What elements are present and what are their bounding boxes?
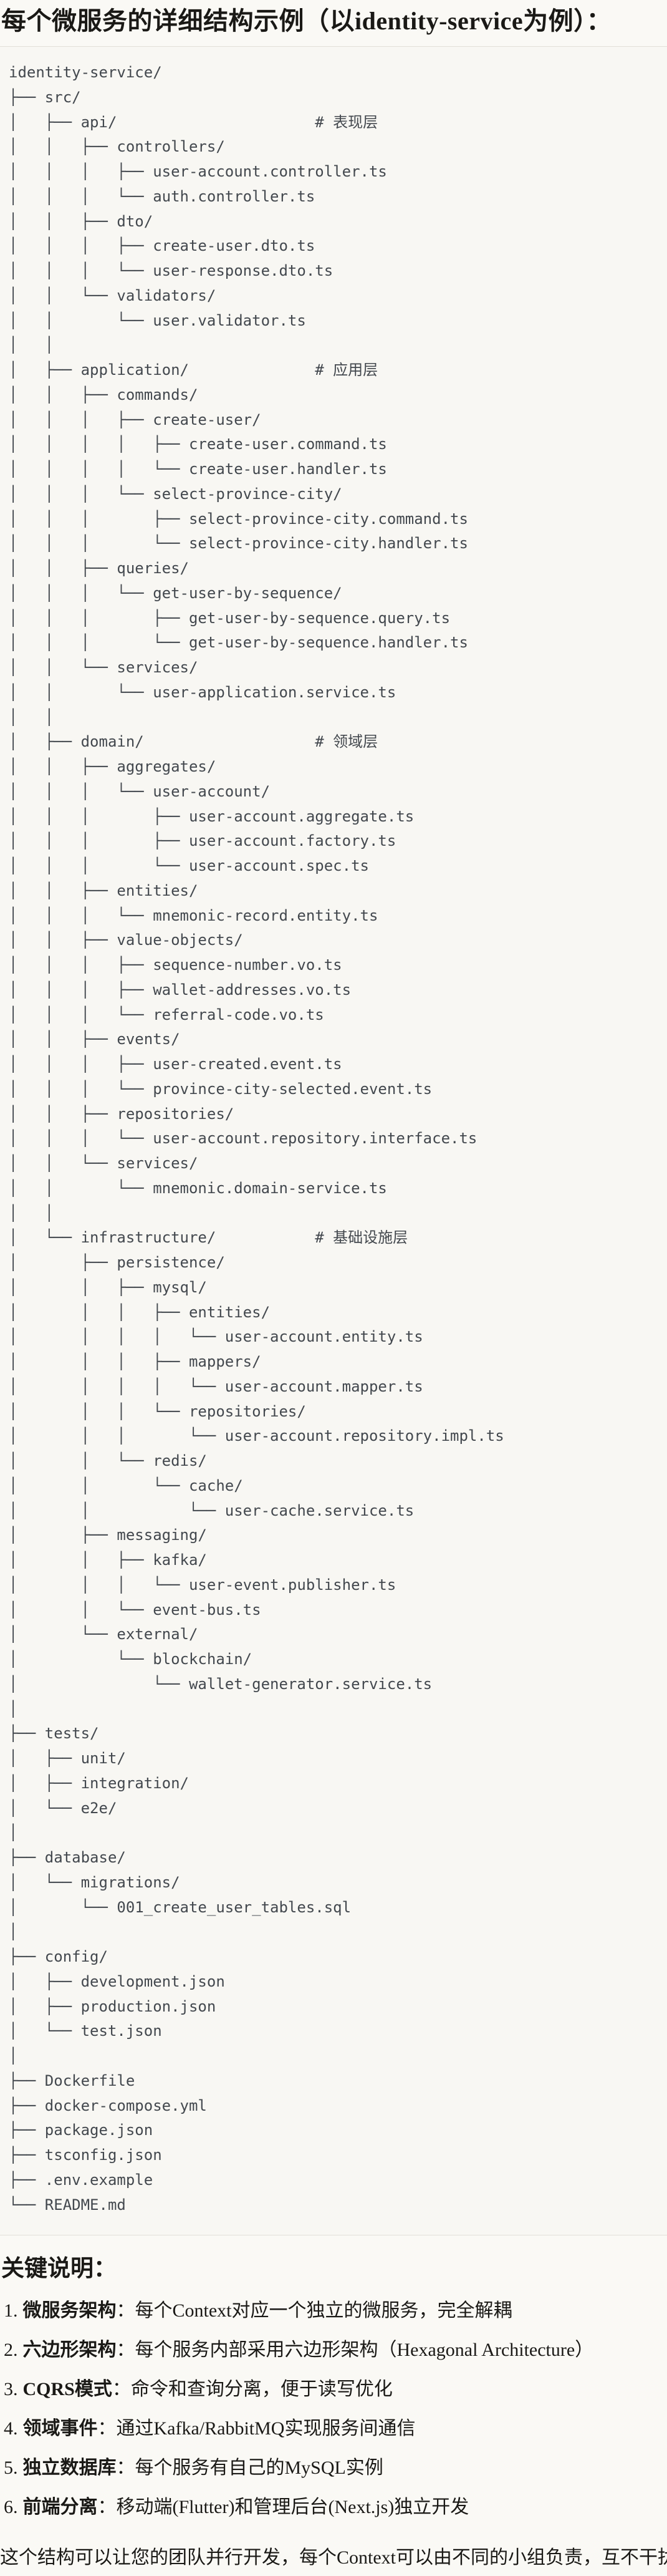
note-item: 4.领域事件：通过Kafka/RabbitMQ实现服务间通信 [4, 2418, 667, 2439]
note-term: 前端分离 [22, 2496, 98, 2517]
note-desc: ：通过Kafka/RabbitMQ实现服务间通信 [97, 2418, 416, 2439]
note-desc: ：每个服务有自己的MySQL实例 [116, 2457, 383, 2478]
code-block: identity-service/ ├── src/ │ ├── api/ # … [0, 46, 667, 2236]
note-item: 5.独立数据库：每个服务有自己的MySQL实例 [4, 2457, 667, 2479]
page-title: 每个微服务的详细结构示例（以identity-service为例）： [1, 7, 612, 35]
note-desc: ：每个服务内部采用六边形架构（Hexagonal Architecture） [116, 2339, 594, 2360]
note-number: 1. [4, 2300, 18, 2321]
note-term: 领域事件 [22, 2418, 98, 2439]
summary-paragraph: 这个结构可以让您的团队并行开发，每个Context可以由不同的小组负责，互不干扰… [0, 2547, 667, 2568]
note-term: 微服务架构 [22, 2300, 117, 2321]
note-number: 6. [4, 2496, 18, 2517]
note-term: CQRS模式 [22, 2378, 112, 2399]
note-number: 3. [4, 2378, 18, 2399]
notes-heading: 关键说明： [1, 2256, 117, 2282]
note-number: 5. [4, 2457, 18, 2478]
notes-list: 1.微服务架构：每个Context对应一个独立的微服务，完全解耦 2.六边形架构… [0, 2300, 667, 2518]
note-term: 独立数据库 [22, 2457, 117, 2478]
note-item: 6.前端分离：移动端(Flutter)和管理后台(Next.js)独立开发 [4, 2496, 667, 2518]
note-desc: ：移动端(Flutter)和管理后台(Next.js)独立开发 [97, 2496, 469, 2517]
note-item: 3.CQRS模式：命令和查询分离，便于读写优化 [4, 2378, 667, 2400]
note-desc: ：命令和查询分离，便于读写优化 [112, 2378, 393, 2399]
note-item: 1.微服务架构：每个Context对应一个独立的微服务，完全解耦 [4, 2300, 667, 2322]
note-number: 4. [4, 2418, 18, 2439]
note-number: 2. [4, 2339, 18, 2360]
note-desc: ：每个Context对应一个独立的微服务，完全解耦 [116, 2300, 512, 2321]
directory-tree: identity-service/ ├── src/ │ ├── api/ # … [9, 64, 504, 2214]
note-item: 2.六边形架构：每个服务内部采用六边形架构（Hexagonal Architec… [4, 2339, 667, 2361]
note-term: 六边形架构 [22, 2339, 117, 2360]
